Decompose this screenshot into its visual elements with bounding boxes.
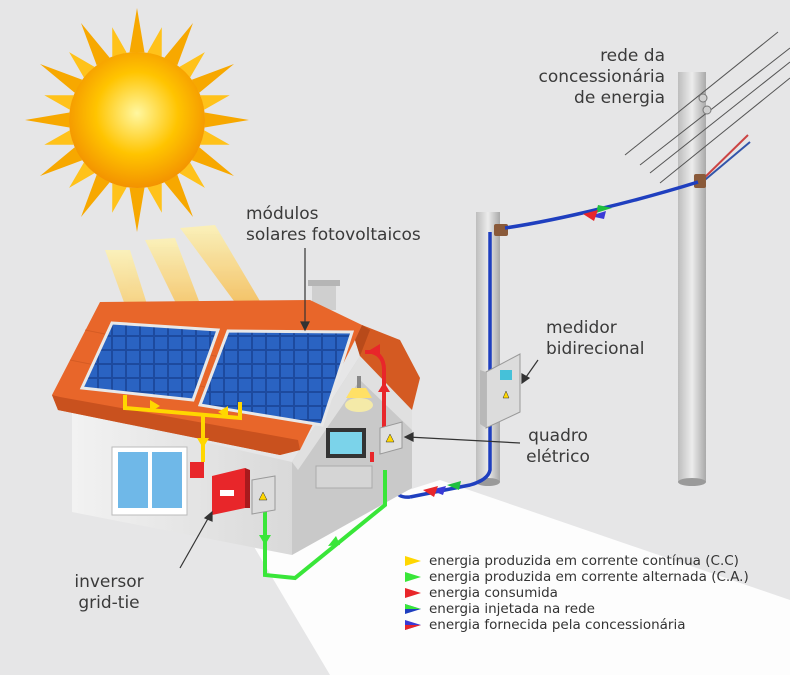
ac-wiring	[263, 470, 387, 581]
sun-icon	[25, 8, 249, 232]
label-utility-grid-line3: de energia	[574, 88, 665, 108]
arrow-blue-icon	[405, 620, 421, 630]
sun-ray	[69, 52, 95, 78]
sun-ray	[200, 95, 230, 110]
legend-text-dc: energia produzida em corrente contínua (…	[429, 553, 739, 569]
legend-item-dc: energia produzida em corrente contínua (…	[403, 553, 783, 569]
label-panel-line1: quadro	[528, 426, 588, 446]
label-inverter-line1: inversor	[74, 572, 144, 592]
electrical-panel-box	[379, 421, 403, 455]
solar-panel-right	[197, 329, 355, 427]
solar-panel-left	[79, 321, 221, 402]
meter-box	[480, 353, 521, 429]
arrow-green-blue-icon	[405, 604, 421, 614]
legend-item-ac: energia produzida em corrente alternada …	[403, 569, 783, 585]
legend-text-injected: energia injetada na rede	[429, 601, 595, 617]
inverter-box	[190, 462, 250, 515]
callout-lines	[179, 248, 539, 569]
sun-ray	[179, 162, 205, 188]
sun-ray	[164, 23, 193, 66]
ground-shadow	[250, 480, 790, 675]
sun-ray	[25, 112, 70, 128]
sun-ray	[147, 27, 162, 57]
dc-flow-arrows	[150, 400, 228, 448]
utility-pole-tall	[624, 31, 790, 486]
label-solar-modules-line2: solares fotovoltaicos	[246, 225, 421, 245]
sun-ray	[191, 64, 234, 93]
sun-ray	[179, 52, 205, 78]
consumption-wiring	[365, 350, 386, 462]
label-utility-grid-line2: concessionária	[538, 67, 666, 87]
sun-ray	[204, 112, 249, 128]
consumption-flow-arrows	[370, 344, 390, 392]
sun-ray	[129, 8, 145, 53]
solar-panels	[79, 321, 355, 427]
ac-flow-arrows	[259, 535, 340, 546]
label-electrical-panel: quadro elétrico	[522, 426, 594, 468]
legend: energia produzida em corrente contínua (…	[403, 553, 783, 633]
sun-ray	[69, 162, 95, 188]
sun-ray	[112, 183, 127, 213]
switch-box	[251, 475, 276, 515]
sun-ray	[81, 23, 110, 66]
label-inverter: inversor grid-tie	[64, 572, 154, 614]
arrow-yellow-icon	[405, 556, 421, 566]
arrow-red-icon	[405, 588, 421, 598]
legend-item-supplied: energia fornecida pela concessionária	[403, 617, 783, 633]
label-meter-line1: medidor	[546, 318, 617, 338]
sun-ray	[40, 64, 83, 93]
legend-text-consumed: energia consumida	[429, 585, 558, 601]
label-bidirectional-meter: medidor bidirecional	[546, 318, 645, 360]
lamp-icon	[345, 376, 373, 412]
sun-ray	[129, 187, 145, 232]
sun-ray	[44, 130, 74, 145]
label-meter-line2: bidirecional	[546, 339, 645, 359]
label-solar-modules-line1: módulos	[246, 204, 319, 224]
sun-ray	[40, 147, 83, 176]
legend-item-injected: energia injetada na rede	[403, 601, 783, 617]
sun-ray	[200, 130, 230, 145]
grid-flow-arrows	[423, 205, 612, 497]
sun-ray	[44, 95, 74, 110]
label-panel-line2: elétrico	[526, 447, 590, 467]
sun-ray	[81, 174, 110, 217]
label-utility-grid-line1: rede da	[600, 46, 665, 66]
sun-ray	[112, 27, 127, 57]
label-inverter-line2: grid-tie	[78, 593, 140, 613]
sun-ray	[191, 147, 234, 176]
sun-ray	[164, 174, 193, 217]
legend-text-supplied: energia fornecida pela concessionária	[429, 617, 686, 633]
legend-text-ac: energia produzida em corrente alternada …	[429, 569, 749, 585]
arrow-green-icon	[405, 572, 421, 582]
sun-ray	[147, 183, 162, 213]
monitor-icon	[315, 428, 373, 489]
legend-item-consumed: energia consumida	[403, 585, 783, 601]
meter-pole	[476, 212, 508, 486]
label-utility-grid: rede da concessionária de energia	[539, 46, 666, 109]
label-solar-modules: módulos solares fotovoltaicos	[246, 204, 421, 246]
